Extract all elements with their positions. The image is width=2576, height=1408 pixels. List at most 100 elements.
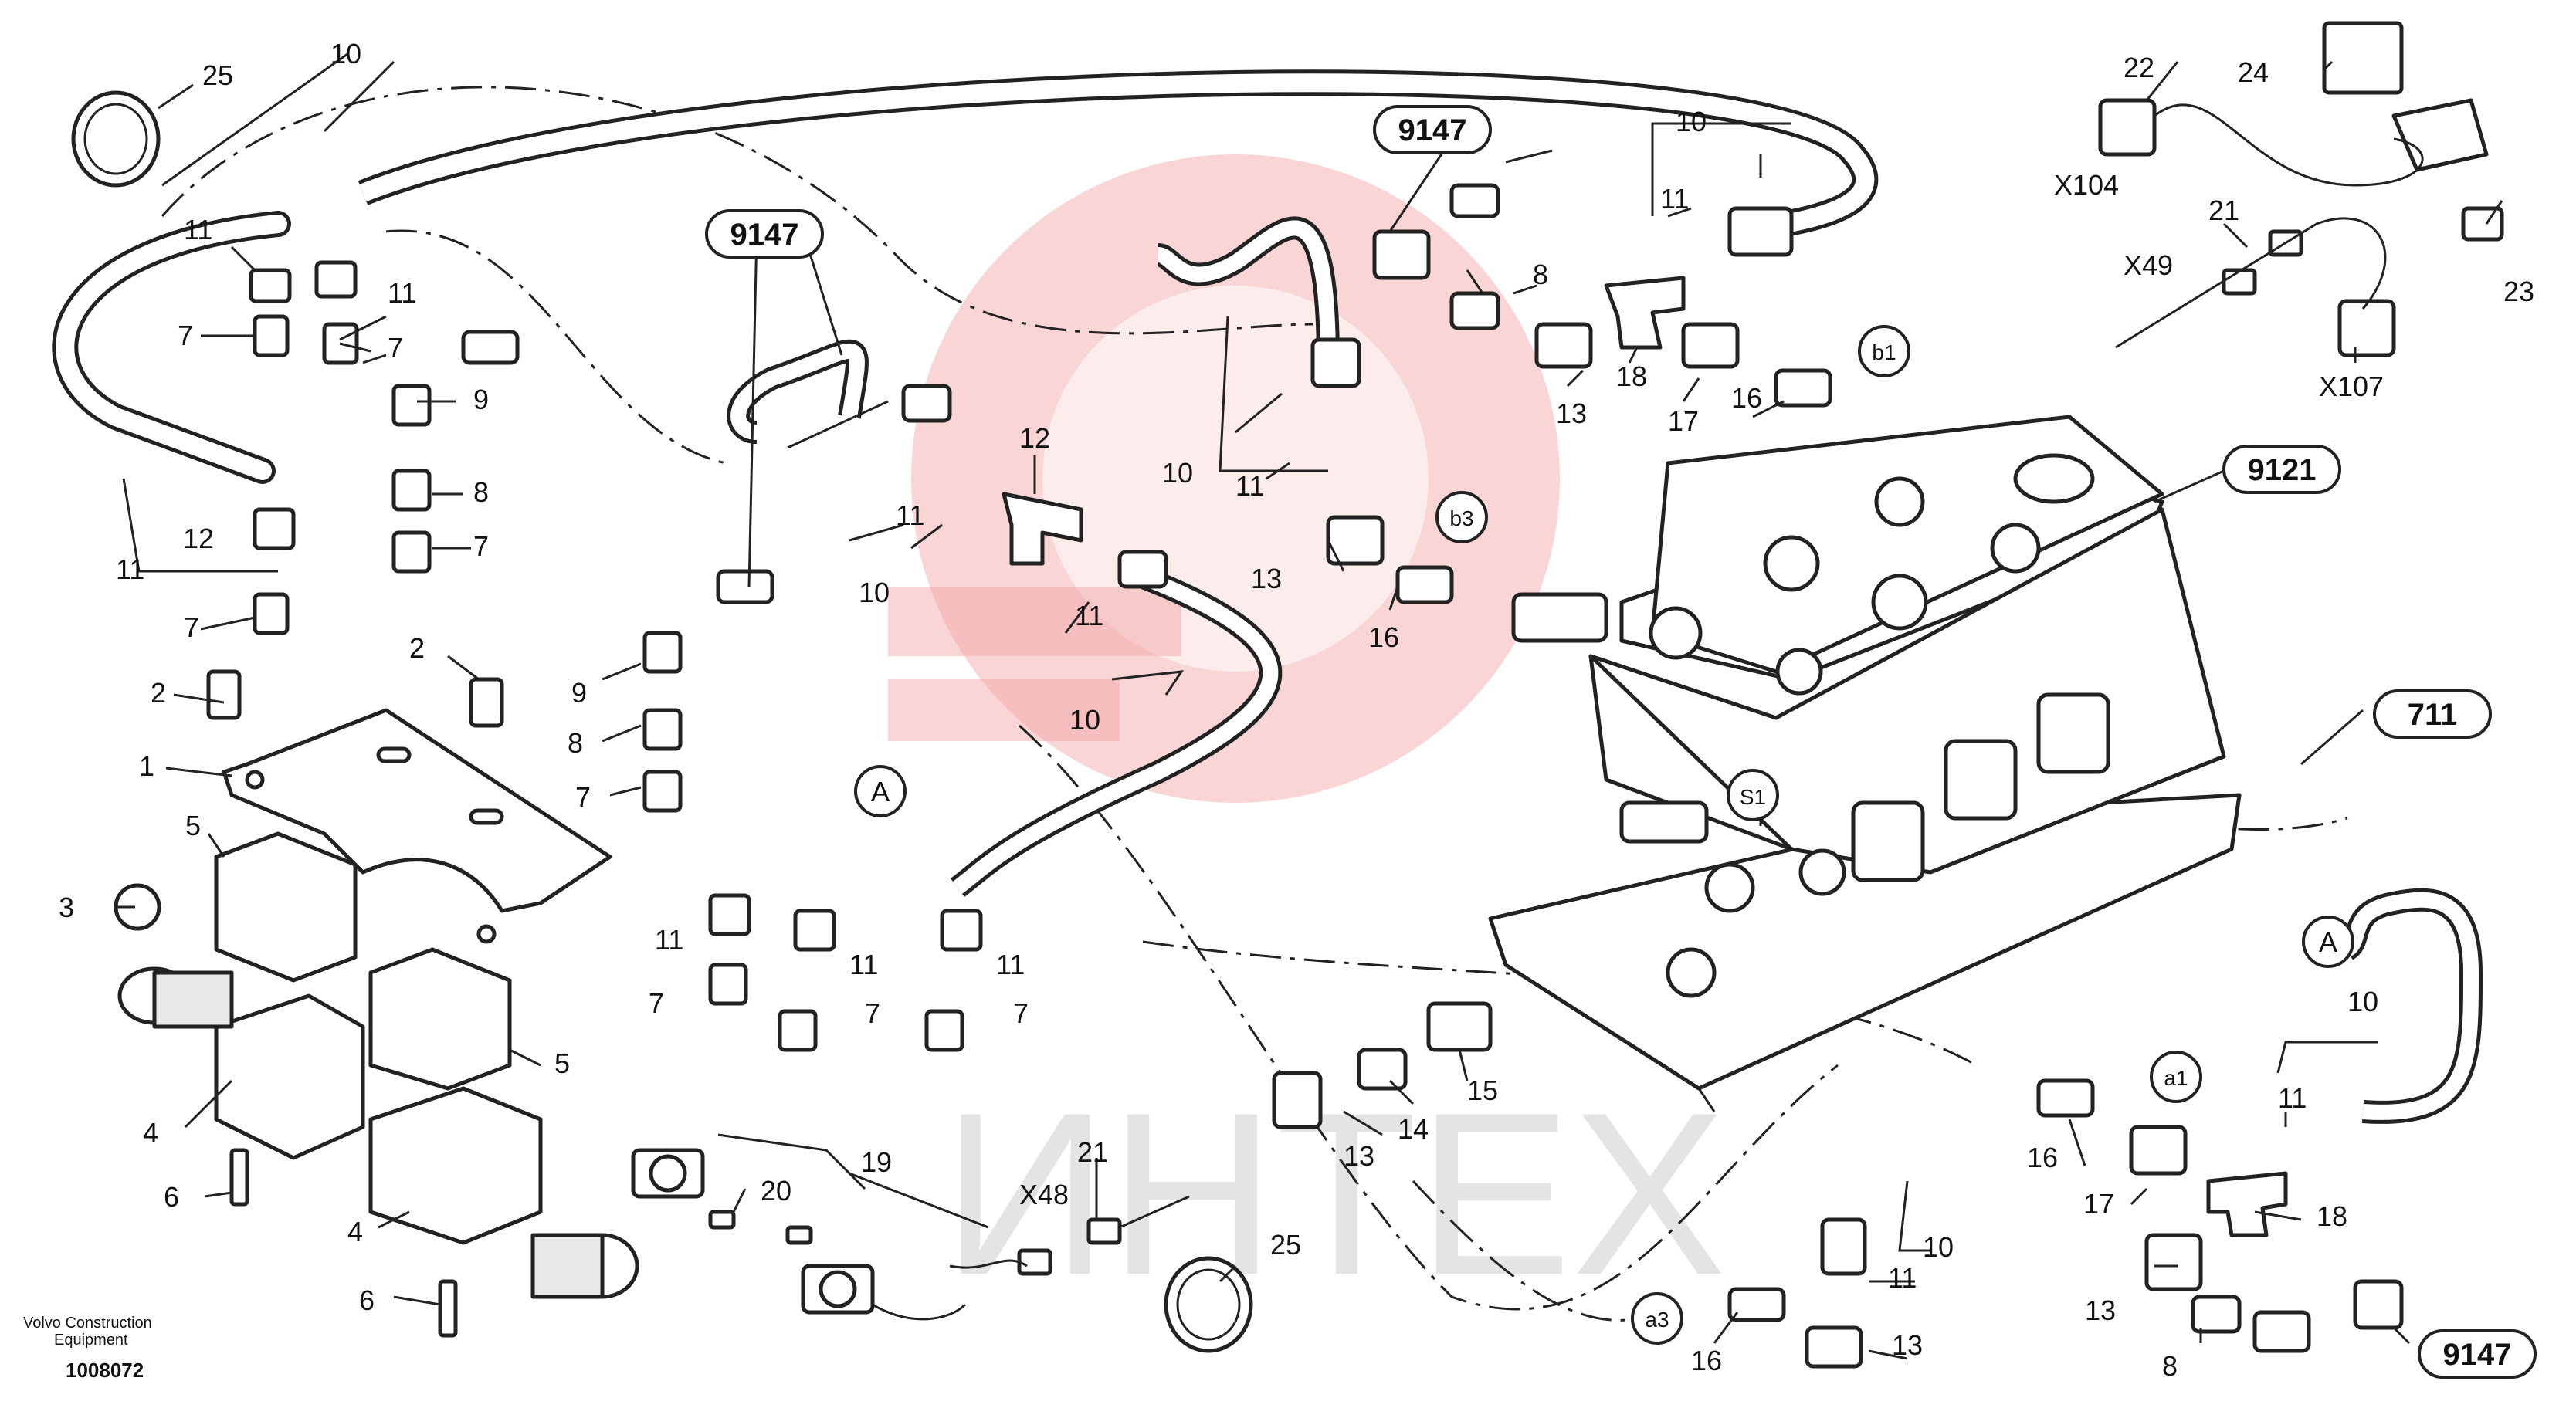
svg-text:9147: 9147 [2443,1338,2512,1372]
part-label-10: 10 [2347,986,2378,1017]
circle-marker-A-right: A [2302,916,2354,968]
part-label-11: 11 [1235,470,1264,502]
part-label-12: 12 [1019,422,1050,454]
manifold-blocks [114,669,639,1338]
part-label-18: 18 [2317,1200,2347,1232]
part-label-21: 21 [2208,195,2239,226]
part-label-11: 11 [184,214,212,245]
svg-text:9147: 9147 [730,218,799,252]
svg-text:a3: a3 [1645,1308,1669,1332]
part-label-11: 11 [116,553,144,585]
part-label-11: 11 [388,277,416,309]
part-label-2: 2 [151,677,166,709]
part-label-10: 10 [1676,106,1707,137]
part-label-4: 4 [143,1117,158,1149]
part-label-13: 13 [1892,1329,1923,1361]
part-label-4: 4 [347,1216,363,1247]
circle-marker-a3: a3 [1631,1292,1683,1345]
ref-box-711[interactable]: 711 [2373,689,2492,739]
part-label-13: 13 [1556,398,1587,429]
ref-box-9147-b[interactable]: 9147 [705,209,824,259]
part-label-7: 7 [388,332,403,364]
part-label-3: 3 [59,892,74,923]
caption-maker-line1: Volvo Construction [23,1315,152,1332]
part-label-25: 25 [202,59,233,91]
part-label-16: 16 [1691,1345,1722,1376]
connector-label-X48: X48 [1019,1179,1069,1210]
part-label-20: 20 [761,1175,791,1207]
part-label-6: 6 [164,1181,179,1213]
circle-marker-a1: a1 [2150,1051,2202,1103]
hose-clamp-bottom [1164,1256,1253,1353]
part-label-13: 13 [1251,563,1282,594]
part-label-8: 8 [473,476,489,508]
part-label-10: 10 [330,38,361,69]
fittings [249,183,2404,1369]
part-label-10: 10 [1069,704,1100,736]
hose-center-loop [727,216,1340,444]
part-label-7: 7 [575,781,591,813]
svg-text:711: 711 [2408,698,2458,732]
svg-text:A: A [2319,926,2337,958]
hose-clamp-top [71,90,161,188]
part-label-5: 5 [554,1048,570,1079]
part-label-8: 8 [2162,1350,2178,1382]
part-label-9: 9 [473,384,489,415]
circle-marker-b3: b3 [1435,491,1488,543]
watermark-text: ИНТЕХ [942,1064,1727,1323]
part-label-24: 24 [2238,56,2269,88]
connector-label-X49: X49 [2124,249,2173,281]
part-label-7: 7 [649,987,664,1019]
part-label-11: 11 [1075,600,1103,631]
part-label-11: 11 [1660,183,1689,215]
svg-text:S1: S1 [1740,785,1766,809]
part-label-5: 5 [185,810,201,841]
caption-number: 1008072 [66,1359,144,1382]
part-label-14: 14 [1398,1113,1429,1145]
ref-box-9121[interactable]: 9121 [2222,445,2341,494]
watermark-gear-logo [888,154,1560,803]
part-label-11: 11 [655,924,683,956]
hose-top-long [358,69,1879,245]
svg-text:b1: b1 [1872,340,1896,364]
mounting-plate [222,708,612,944]
part-label-16: 16 [2027,1142,2058,1173]
ref-box-9147-c[interactable]: 9147 [2418,1329,2537,1379]
part-label-10: 10 [859,577,890,608]
hose-left-long [52,211,291,484]
part-label-9: 9 [571,677,587,709]
control-valve-block [1488,415,2242,1091]
circle-marker-A-center: A [854,765,907,817]
part-label-25: 25 [1270,1229,1301,1261]
part-label-11: 11 [896,499,924,531]
part-label-1: 1 [139,750,154,782]
part-label-8: 8 [568,727,583,759]
part-label-7: 7 [1013,997,1029,1029]
part-label-19: 19 [861,1146,892,1178]
part-label-16: 16 [1731,382,1762,414]
svg-text:a1: a1 [2164,1066,2188,1090]
part-label-11: 11 [1888,1262,1917,1294]
part-label-7: 7 [865,997,880,1029]
part-labels: 25 10 11 7 11 7 9 8 7 11 12 7 2 2 1 5 3 … [59,38,2534,1382]
svg-text:b3: b3 [1449,506,1473,530]
part-label-17: 17 [1668,405,1699,437]
part-label-11: 11 [2278,1082,2307,1114]
ref-box-9147-a[interactable]: 9147 [1373,105,1492,154]
part-label-16: 16 [1368,621,1399,653]
part-label-15: 15 [1467,1075,1498,1106]
part-label-23: 23 [2503,276,2534,307]
part-label-7: 7 [178,320,193,351]
hose-center-s [950,560,1283,897]
part-label-7: 7 [473,530,489,562]
svg-text:A: A [871,776,890,807]
part-label-21: 21 [1077,1136,1108,1168]
part-label-18: 18 [1616,360,1647,392]
part-label-11: 11 [849,949,878,980]
part-label-11: 11 [996,949,1025,980]
part-label-13: 13 [1344,1140,1374,1172]
connector-label-X107: X107 [2319,371,2384,402]
svg-text:9121: 9121 [2248,453,2317,487]
part-label-10: 10 [1162,457,1193,489]
hose-right-a [2340,888,2483,1124]
